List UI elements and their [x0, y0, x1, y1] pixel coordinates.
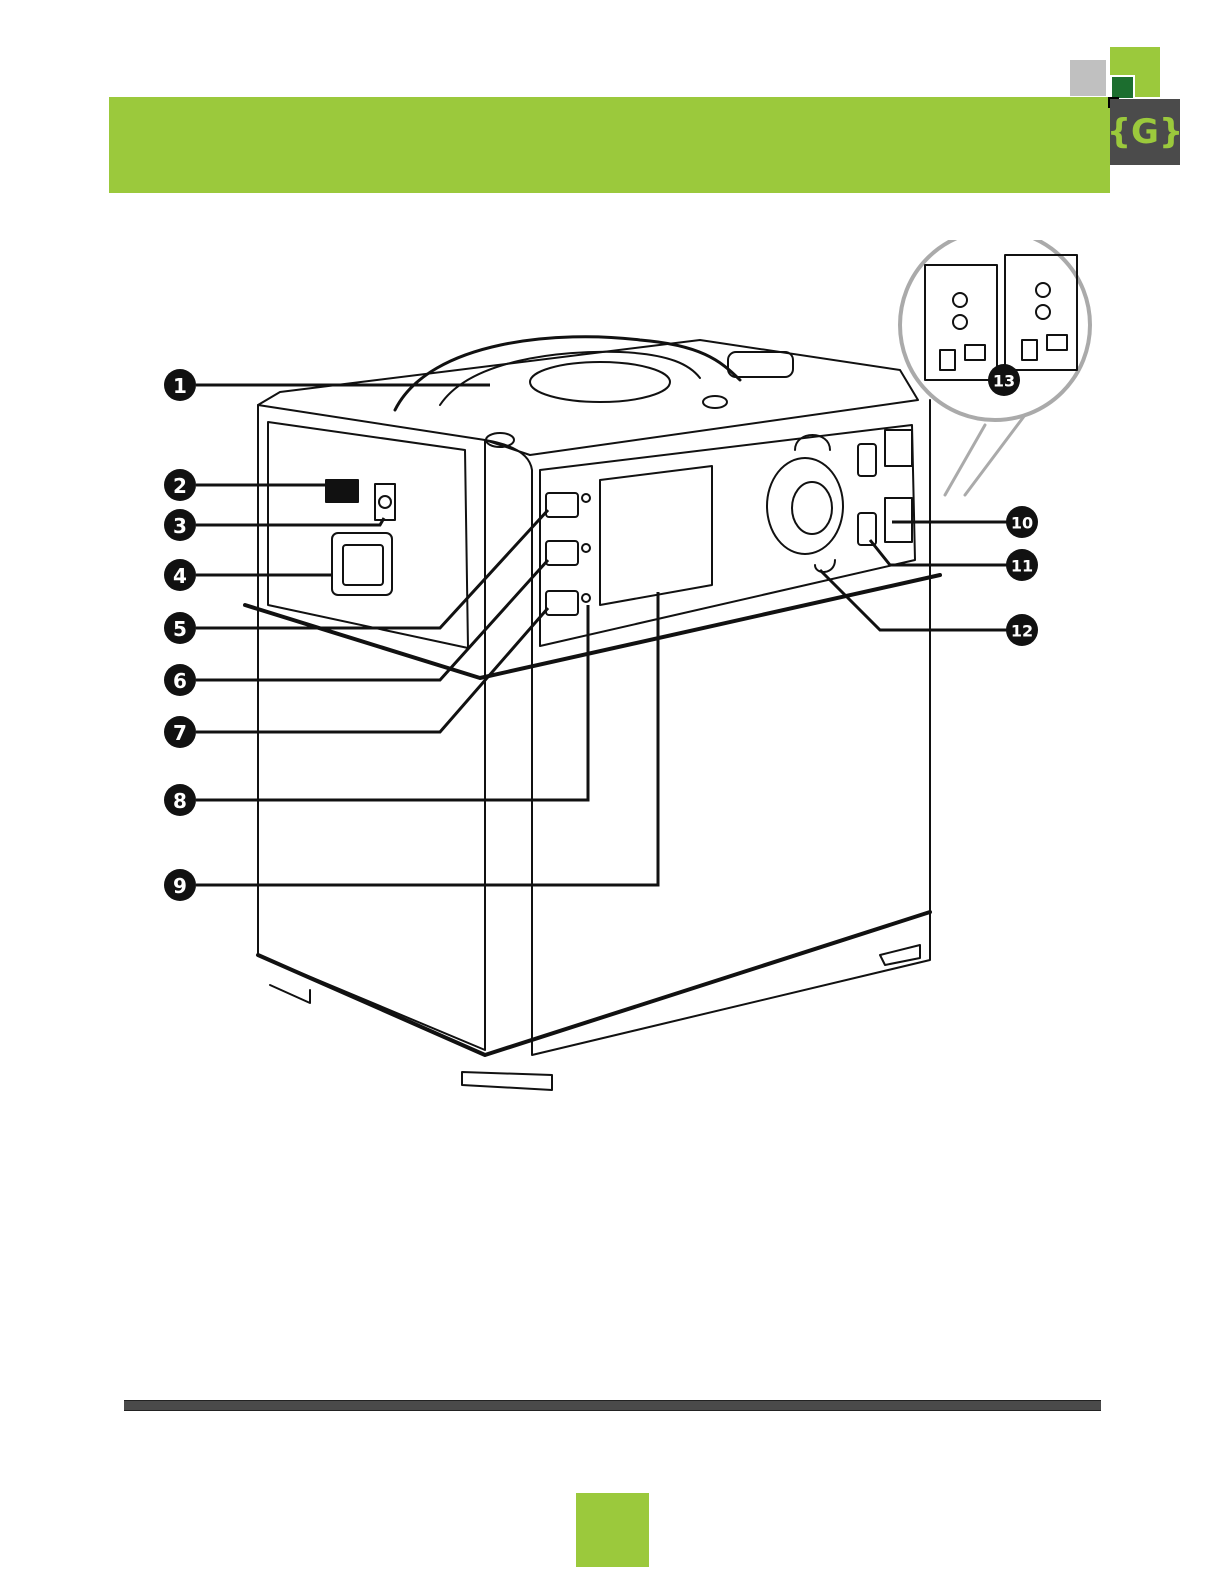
- page-number-tab: [576, 1493, 649, 1567]
- svg-text:8: 8: [173, 789, 187, 813]
- svg-text:4: 4: [173, 564, 187, 588]
- logo-text: {G}: [1107, 112, 1183, 152]
- callout-13: 13: [988, 364, 1020, 396]
- brand-logo: {G}: [1070, 47, 1180, 167]
- svg-text:9: 9: [173, 874, 187, 898]
- side-panel: [258, 405, 485, 1050]
- svg-text:5: 5: [173, 617, 187, 641]
- front-panel: [485, 400, 930, 1055]
- callout-2: 2: [164, 469, 196, 501]
- svg-text:11: 11: [1011, 557, 1033, 576]
- device-diagram: 1 2 3 4 5 6 7 8: [150, 240, 1100, 1120]
- device-top: [258, 340, 918, 455]
- callout-5: 5: [164, 612, 196, 644]
- svg-text:1: 1: [173, 374, 187, 398]
- logo-box: {G}: [1110, 99, 1180, 165]
- callout-4: 4: [164, 559, 196, 591]
- svg-text:13: 13: [993, 372, 1015, 391]
- svg-text:3: 3: [173, 514, 187, 538]
- lcd-screen: [600, 466, 712, 605]
- callout-12: 12: [1006, 614, 1038, 646]
- logo-square-gray: [1070, 60, 1106, 96]
- callout-3: 3: [164, 509, 196, 541]
- callout-9: 9: [164, 869, 196, 901]
- svg-text:12: 12: [1011, 622, 1033, 641]
- callout-10: 10: [1006, 506, 1038, 538]
- svg-text:6: 6: [173, 669, 187, 693]
- callout-11: 11: [1006, 549, 1038, 581]
- svg-text:2: 2: [173, 474, 187, 498]
- footer-rule: [124, 1400, 1101, 1411]
- callout-8: 8: [164, 784, 196, 816]
- header-banner: [109, 97, 1110, 193]
- svg-text:10: 10: [1011, 514, 1033, 533]
- callout-6: 6: [164, 664, 196, 696]
- callout-7: 7: [164, 716, 196, 748]
- svg-text:7: 7: [173, 721, 187, 745]
- callout-1: 1: [164, 369, 196, 401]
